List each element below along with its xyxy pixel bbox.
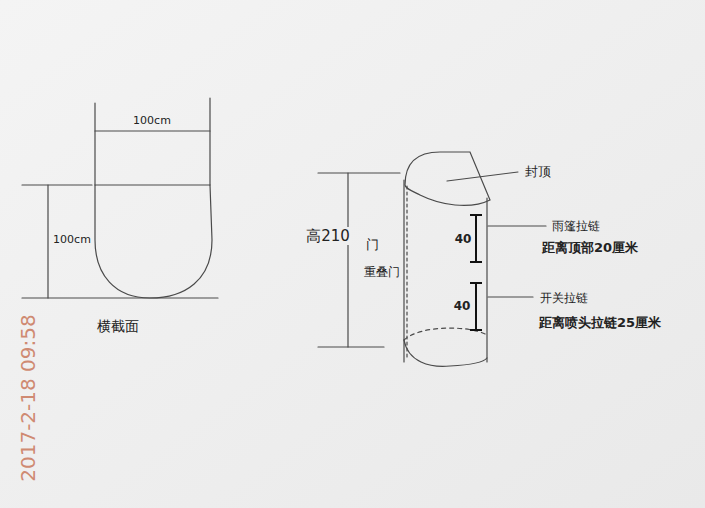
- extension-line: [318, 172, 400, 173]
- dimension-bracket: [475, 215, 477, 262]
- dimension-bracket: [470, 261, 482, 263]
- dimension-bracket: [475, 283, 477, 330]
- height-dimension: 高210: [304, 227, 352, 245]
- part-label: 重叠门: [364, 265, 400, 279]
- note-text: 距离顶部20厘米: [542, 240, 638, 256]
- base-back-edge: [404, 328, 487, 340]
- extension-line: [94, 103, 95, 185]
- part-label: 开关拉链: [540, 291, 588, 305]
- extension-line: [22, 184, 92, 185]
- leader-line: [447, 172, 518, 181]
- top-cap: [405, 152, 490, 205]
- timestamp-watermark: 2017-2-18 09:58: [16, 314, 40, 482]
- dimension-line: [95, 130, 210, 131]
- dimension-text: 40: [455, 232, 472, 246]
- part-label: 门: [366, 237, 379, 253]
- dimension-bracket: [470, 282, 482, 284]
- base-front-edge: [404, 340, 487, 366]
- dimension-bracket: [470, 214, 482, 216]
- leader-line: [488, 225, 546, 226]
- dimension-text: 100cm: [133, 114, 171, 127]
- dimension-bracket: [470, 329, 482, 331]
- cylinder-side: [403, 180, 404, 362]
- cylinder-side: [486, 198, 487, 362]
- cross-section-outline: [95, 185, 212, 298]
- part-label: 雨篷拉链: [552, 219, 600, 233]
- leader-line: [488, 296, 533, 297]
- overlap-door-line: [406, 186, 407, 360]
- extension-line: [209, 98, 210, 185]
- dimension-text: 40: [454, 299, 471, 313]
- part-label: 封顶: [525, 164, 551, 180]
- dimension-line: [47, 185, 48, 298]
- note-text: 距离喷头拉链25厘米: [539, 315, 661, 331]
- dimension-line: [347, 173, 348, 347]
- extension-line: [318, 346, 384, 347]
- view-title: 横截面: [97, 318, 139, 335]
- dimension-text: 100cm: [53, 233, 91, 246]
- extension-line: [22, 297, 218, 298]
